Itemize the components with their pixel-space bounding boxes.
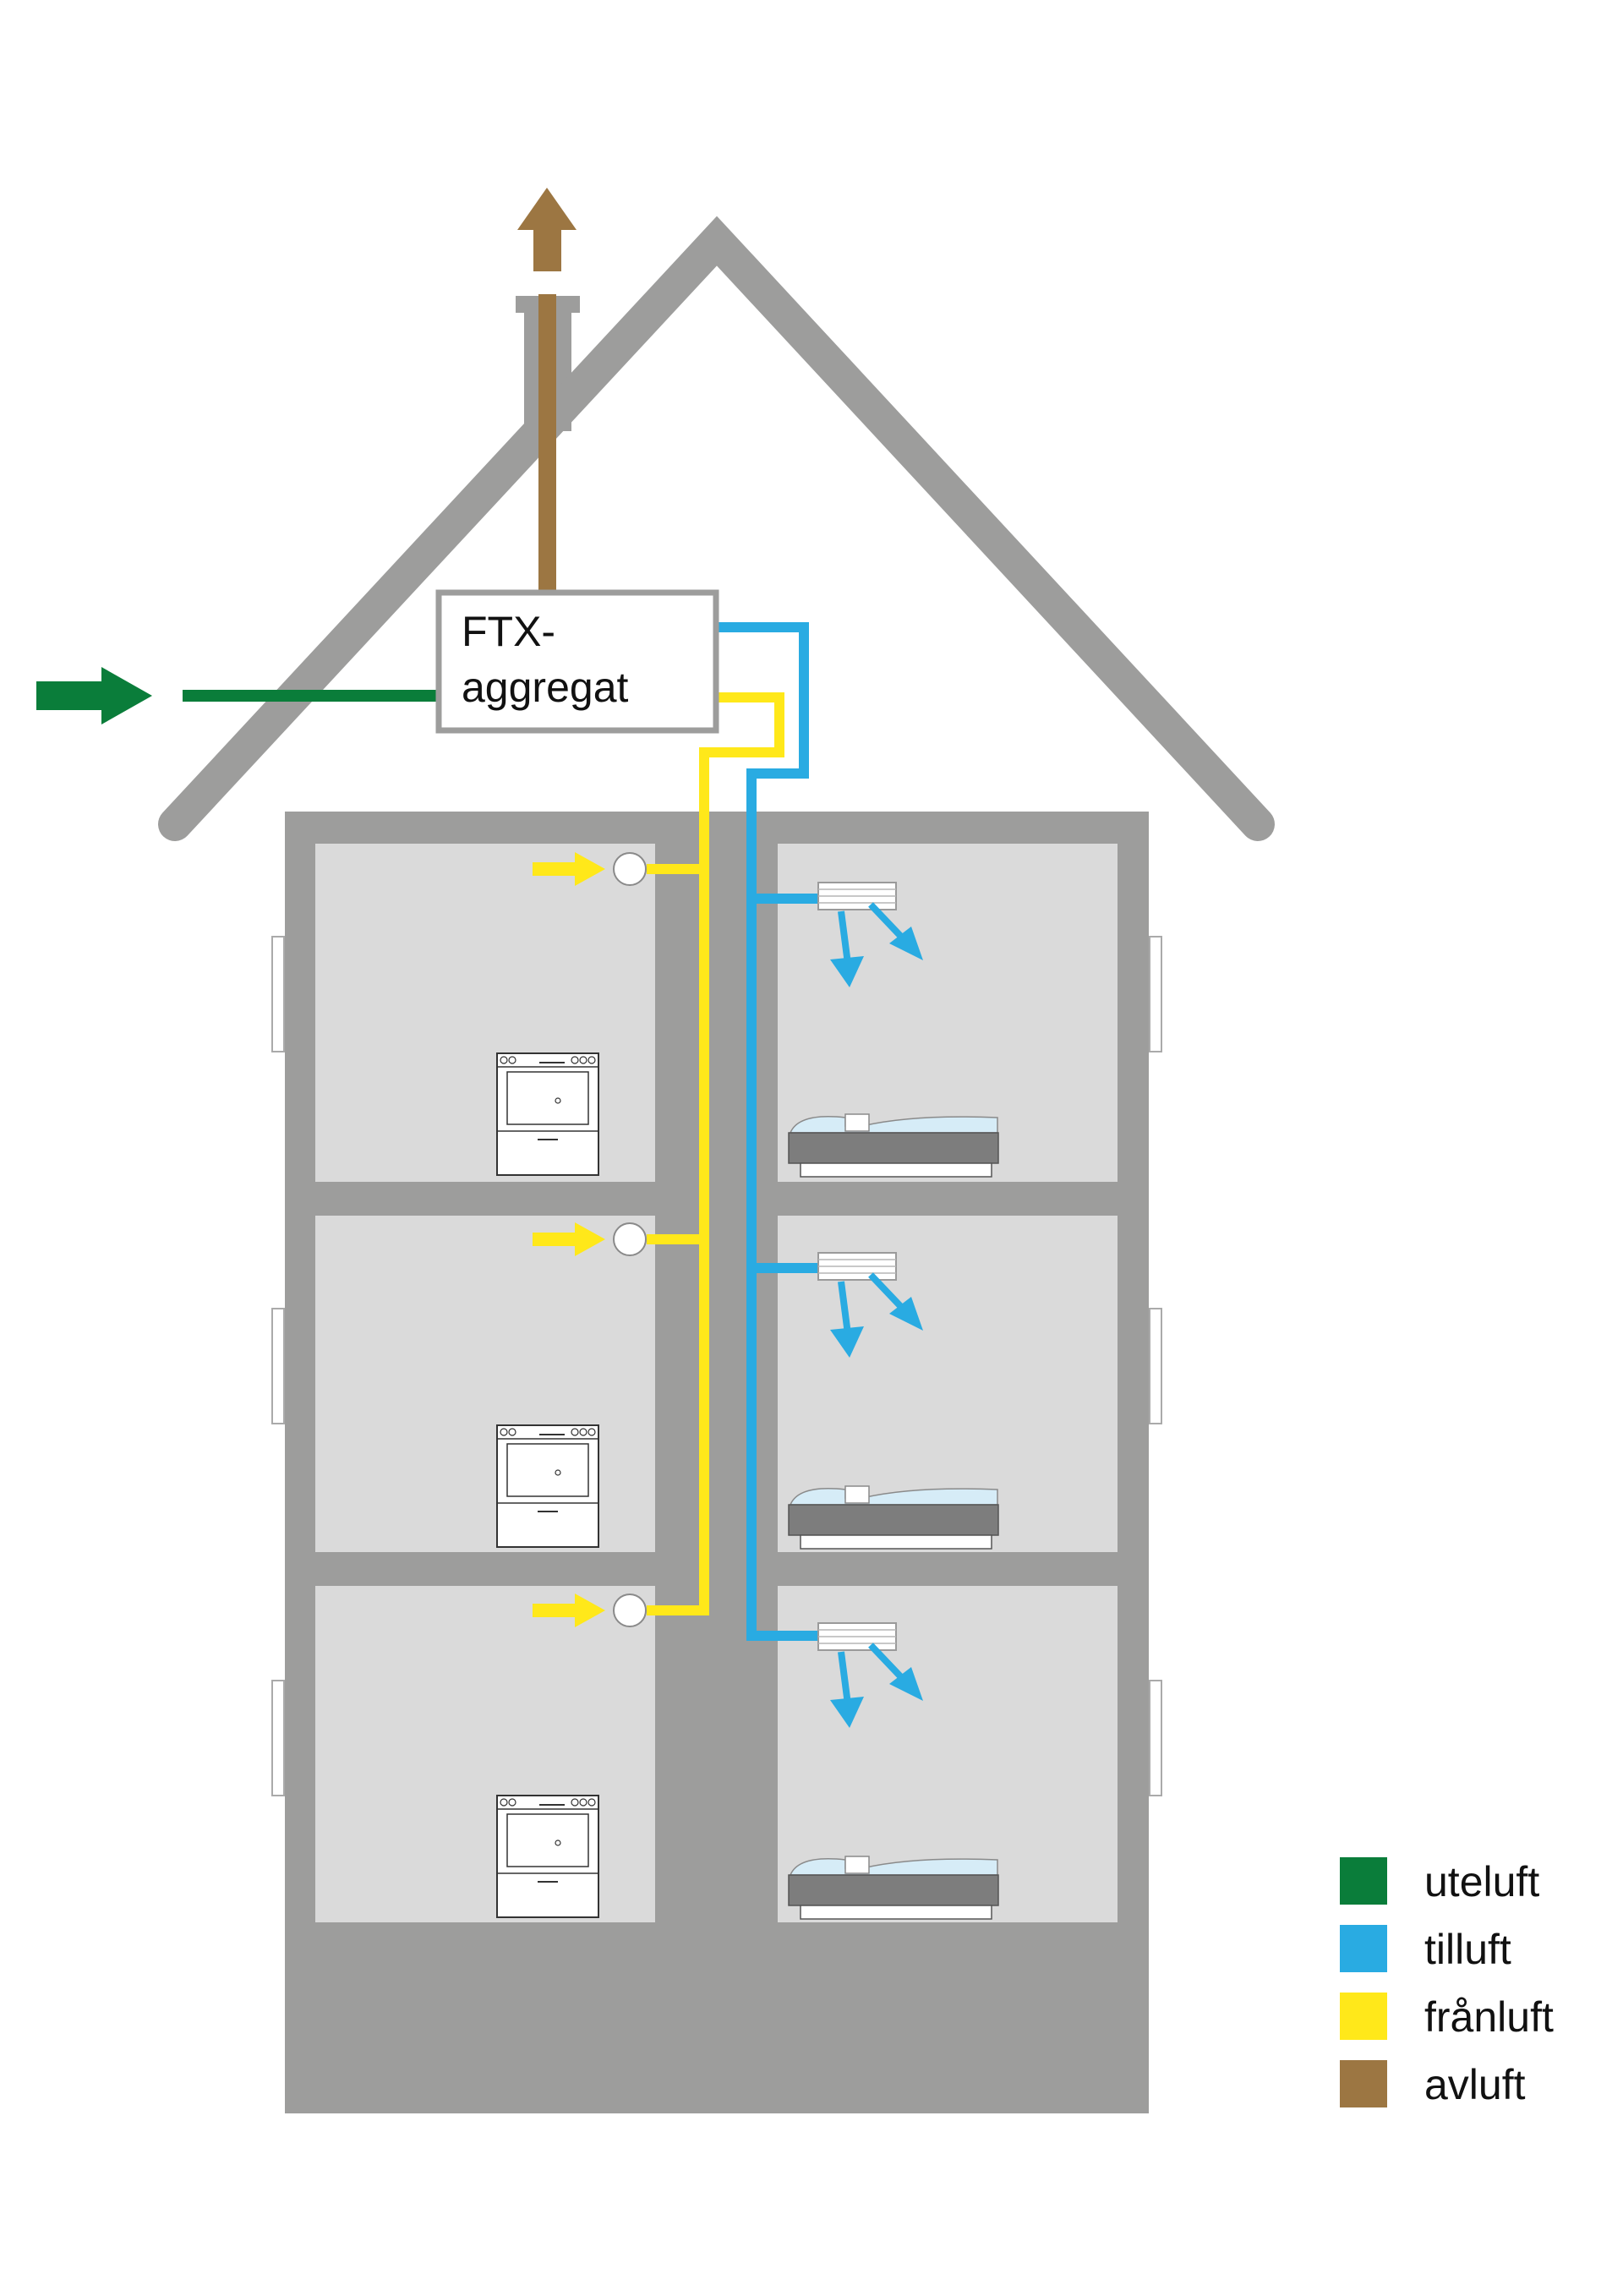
legend-label-franluft: frånluft (1424, 1993, 1554, 2041)
kitchen-room-1 (315, 844, 655, 1182)
ftx-unit-label-line1: FTX- (462, 608, 555, 655)
kitchen-room-2 (315, 1216, 655, 1552)
uteluft-arrow (36, 667, 152, 724)
supply-diffuser-3 (817, 1622, 923, 1728)
supply-diffuser-2 (817, 1252, 923, 1358)
ftx-unit-label-line2: aggregat (462, 664, 628, 711)
franluft-arrow-2 (533, 1222, 605, 1256)
exhaust-valve-1 (613, 852, 647, 886)
legend-label-tilluft: tilluft (1424, 1926, 1511, 1973)
bed-icon-3 (788, 1856, 999, 1920)
legend: uteluft tilluft frånluft avluft (1340, 1857, 1554, 2108)
legend-swatch-uteluft (1340, 1857, 1387, 1905)
franluft-duct (647, 692, 784, 1615)
legend-swatch-franluft (1340, 1993, 1387, 2040)
legend-label-uteluft: uteluft (1424, 1858, 1539, 1905)
roof (158, 216, 1275, 841)
stoves (496, 1052, 599, 1918)
stove-icon-3 (496, 1795, 599, 1918)
tilluft-duct (717, 622, 818, 1641)
bed-icon-2 (788, 1485, 999, 1550)
ftx-unit: FTX- aggregat (435, 589, 719, 734)
beds (788, 1113, 999, 1920)
avluft-arrow (517, 188, 577, 230)
legend-swatch-tilluft (1340, 1925, 1387, 1972)
kitchen-room-3 (315, 1586, 655, 1922)
supply-diffuser-1 (817, 882, 923, 987)
franluft-arrow-3 (533, 1594, 605, 1627)
franluft-arrow-1 (533, 852, 605, 886)
exhaust-valves (533, 852, 647, 1627)
supply-diffusers (817, 882, 923, 1728)
avluft-duct (517, 188, 577, 592)
legend-label-avluft: avluft (1424, 2061, 1526, 2108)
bed-icon-1 (788, 1113, 999, 1178)
exhaust-valve-3 (613, 1594, 647, 1627)
legend-swatch-avluft (1340, 2060, 1387, 2107)
exhaust-valve-2 (613, 1222, 647, 1256)
stove-icon-2 (496, 1424, 599, 1548)
uteluft-duct (36, 667, 440, 724)
windows (271, 936, 1162, 1796)
stove-icon-1 (496, 1052, 599, 1176)
